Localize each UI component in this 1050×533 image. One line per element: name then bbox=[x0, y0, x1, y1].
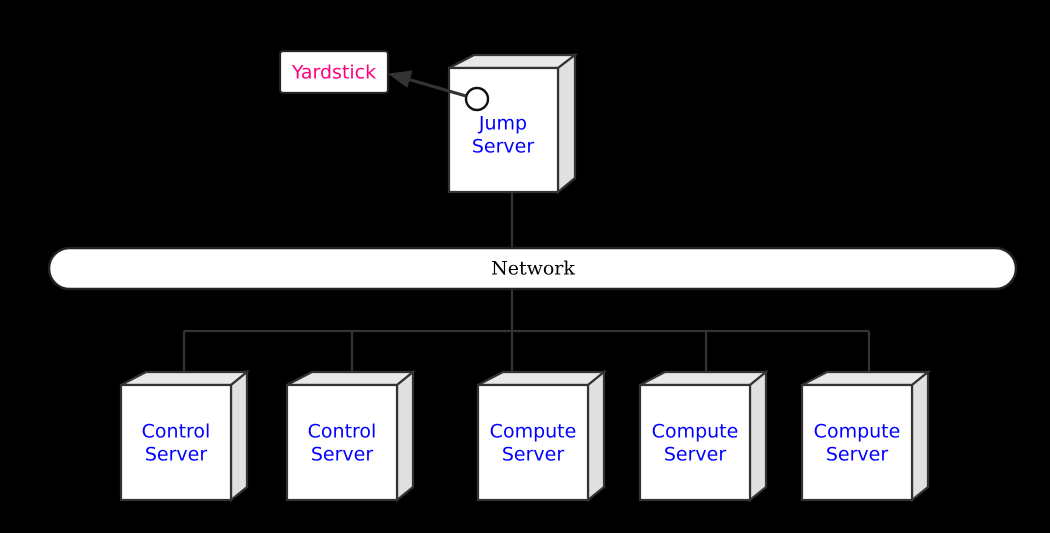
jump-server-front-face bbox=[447, 66, 560, 194]
edge-jump-server-to-yardstick-arrow bbox=[387, 70, 467, 98]
lollipop-circle-icon bbox=[464, 86, 490, 112]
server-1-front-face bbox=[119, 383, 233, 502]
server-node-1[interactable]: Control Server bbox=[119, 369, 251, 503]
server-3-front-face bbox=[476, 383, 590, 502]
jump-server-label-line2: Server bbox=[472, 136, 534, 158]
server-3-top-face bbox=[477, 370, 608, 387]
network-node[interactable]: Network bbox=[47, 246, 1018, 291]
server-5-front-face bbox=[800, 383, 914, 502]
server-5-label-line1: Compute bbox=[814, 421, 901, 443]
server-3-label-line1: Compute bbox=[490, 421, 577, 443]
server-1-label-line2: Server bbox=[145, 444, 207, 466]
server-2-top-face bbox=[286, 370, 417, 387]
server-5-label-line2: Server bbox=[826, 444, 888, 466]
server-node-2[interactable]: Control Server bbox=[285, 369, 417, 503]
server-2-front-face bbox=[285, 383, 399, 502]
server-2-label-line1: Control bbox=[308, 421, 377, 443]
jump-server-side-face bbox=[556, 52, 577, 195]
network-bar-shape bbox=[47, 246, 1018, 291]
server-node-5[interactable]: Compute Server bbox=[800, 369, 932, 503]
server-1-top-face bbox=[120, 370, 251, 387]
server-node-3[interactable]: Compute Server bbox=[476, 369, 608, 503]
network-label: Network bbox=[491, 258, 575, 280]
server-4-label-line1: Compute bbox=[652, 421, 739, 443]
jump-server-top-face bbox=[448, 53, 579, 70]
server-4-side-face bbox=[748, 369, 768, 503]
arrowhead-icon bbox=[387, 70, 413, 88]
server-4-front-face bbox=[638, 383, 752, 502]
server-2-side-face bbox=[395, 369, 415, 503]
server-2-label-line2: Server bbox=[311, 444, 373, 466]
server-1-side-face bbox=[229, 369, 249, 503]
yardstick-node[interactable]: Yardstick bbox=[278, 49, 390, 95]
server-1-label-line1: Control bbox=[142, 421, 211, 443]
yardstick-box-shape bbox=[278, 49, 390, 95]
jump-server-label-line1: Jump bbox=[478, 113, 527, 135]
yardstick-label: Yardstick bbox=[291, 62, 376, 84]
server-3-label-line2: Server bbox=[502, 444, 564, 466]
server-4-top-face bbox=[639, 370, 770, 387]
edge-network-to-servers-bus bbox=[182, 289, 871, 372]
jump-server-node[interactable]: Jump Server bbox=[447, 52, 579, 195]
server-node-4[interactable]: Compute Server bbox=[638, 369, 770, 503]
server-5-side-face bbox=[910, 369, 930, 503]
server-3-side-face bbox=[586, 369, 606, 503]
server-5-top-face bbox=[801, 370, 932, 387]
server-4-label-line2: Server bbox=[664, 444, 726, 466]
